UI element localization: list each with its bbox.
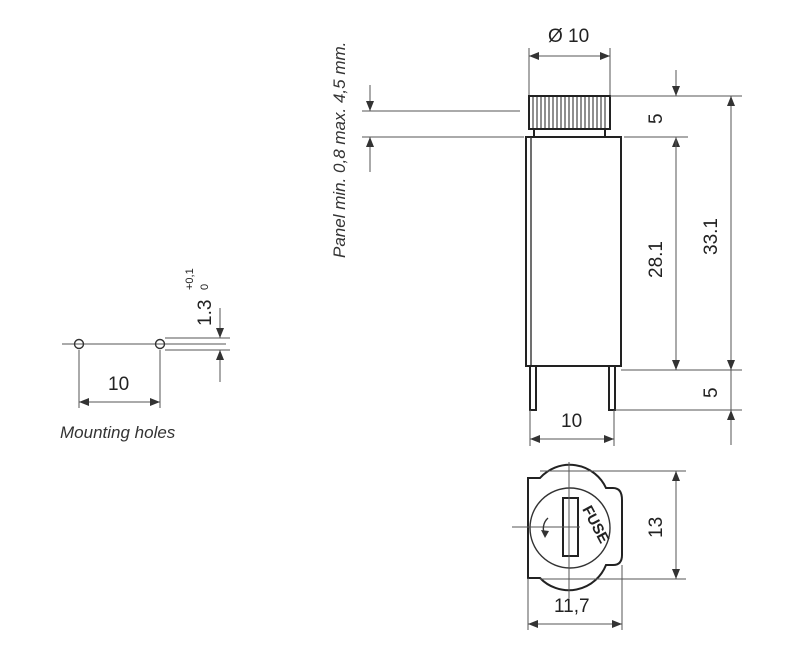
width-arrow-right — [604, 435, 614, 443]
mounting-holes-group: 1.3 +0,1 0 10 Mounting holes — [60, 268, 230, 442]
top-view-width-label: 11,7 — [554, 596, 590, 617]
width-label: 10 — [561, 411, 582, 432]
body-arrow-bottom — [672, 360, 680, 370]
cap-arrow-top — [672, 86, 680, 96]
top-view-outline — [527, 463, 623, 592]
overall-arrow-top — [727, 96, 735, 106]
pitch-arrow-right — [150, 398, 160, 406]
mounting-caption: Mounting holes — [60, 423, 176, 442]
panel-arrow-top — [366, 101, 374, 111]
diameter-label: Ø 10 — [548, 26, 589, 47]
pin-right — [608, 365, 616, 411]
tv-width-arrow-right — [612, 620, 622, 628]
fuse-label: FUSE — [578, 503, 612, 546]
top-view-inner-circle — [529, 487, 611, 569]
overall-length-label: 33.1 — [701, 218, 722, 255]
mounting-hole-right — [154, 338, 166, 350]
panel-arrow-bottom — [366, 137, 374, 147]
pin-length-label: 5 — [701, 387, 722, 398]
rotate-arrow-head-icon — [541, 530, 549, 538]
panel-note: Panel min. 0,8 max. 4,5 mm. — [330, 42, 349, 258]
mounting-hole-left — [73, 338, 85, 350]
top-view-group: FUSE 13 11,7 — [512, 462, 686, 630]
depth-label: 13 — [646, 517, 667, 538]
pitch-arrow-left — [79, 398, 89, 406]
depth-arrow-top — [672, 471, 680, 481]
fuse-body — [525, 136, 622, 367]
cap-height-label: 5 — [646, 113, 667, 124]
hole-size-label: 1.3 — [195, 300, 216, 326]
diam-arrow-left — [529, 52, 539, 60]
cap-knurling — [532, 97, 606, 128]
pin-arrow — [727, 410, 735, 420]
tv-width-arrow-left — [528, 620, 538, 628]
cap-collar — [533, 128, 606, 138]
diam-arrow-right — [600, 52, 610, 60]
panel-thickness-group: Panel min. 0,8 max. 4,5 mm. — [330, 42, 524, 258]
hole-tolerance-upper: +0,1 — [184, 268, 196, 290]
overall-arrow-bottom — [727, 360, 735, 370]
pin-left — [529, 365, 537, 411]
hole-arrow-bottom — [216, 350, 224, 360]
hole-tolerance-lower: 0 — [199, 284, 211, 290]
depth-arrow-bottom — [672, 569, 680, 579]
body-length-label: 28.1 — [646, 241, 667, 278]
hole-arrow-top — [216, 328, 224, 338]
side-view-group: Ø 10 5 — [525, 26, 742, 446]
pitch-label: 10 — [108, 374, 129, 395]
width-arrow-left — [530, 435, 540, 443]
